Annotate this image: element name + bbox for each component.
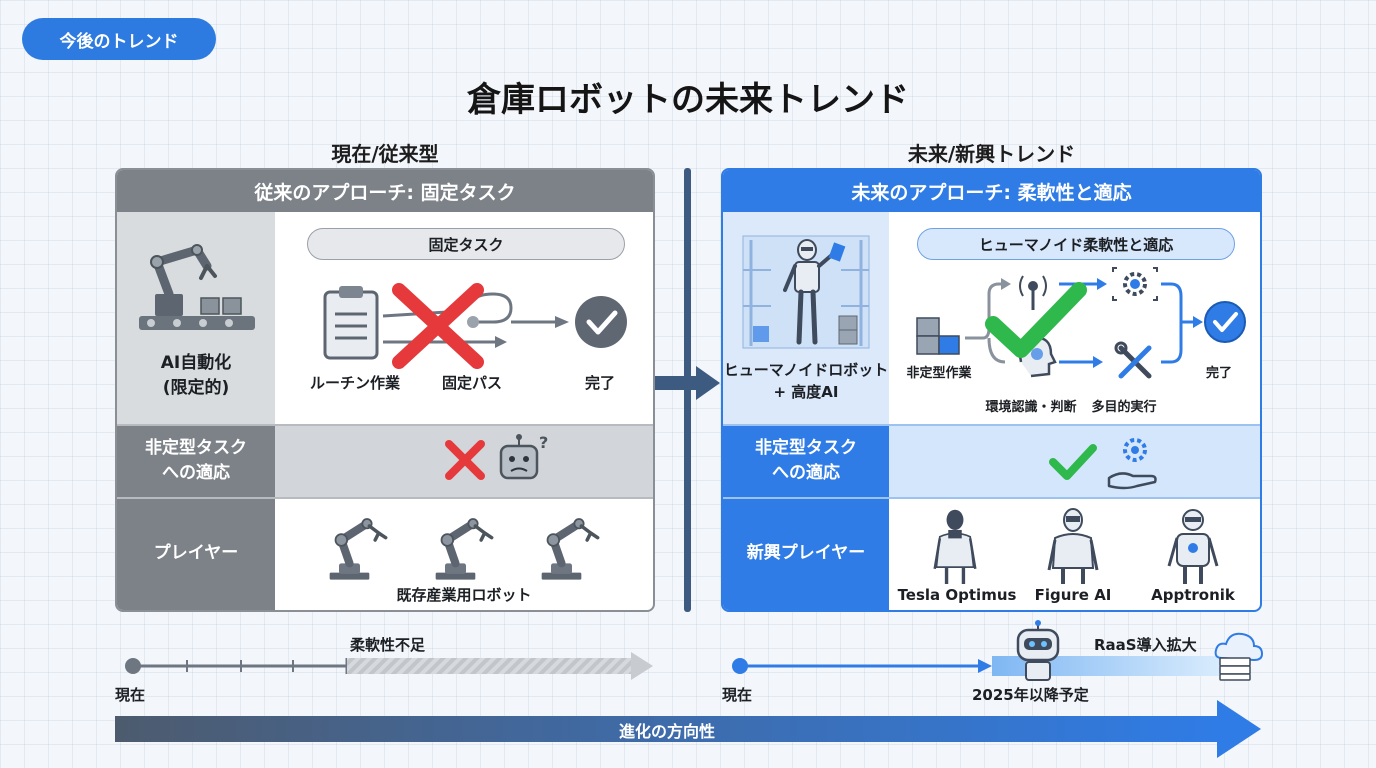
raas-note: RaaS導入拡大: [1094, 636, 1197, 654]
player-name: Tesla Optimus: [897, 586, 1017, 604]
humanoid-flexibility-pill: ヒューマノイド柔軟性と適応: [917, 228, 1235, 260]
done-label: 完了: [1205, 366, 1232, 381]
evolution-direction-arrow: [115, 700, 1261, 758]
boxes-icon: [916, 317, 960, 355]
humanoid-warehouse-icon: [742, 235, 870, 349]
cross-icon: [392, 283, 484, 369]
row1-label: ヒューマノイドロボット + 高度AI: [723, 361, 889, 401]
adaptation-status: [1049, 438, 1157, 490]
right-timeline-date-label: 2025年以降予定: [972, 686, 1089, 704]
done-check-icon: [1204, 301, 1246, 343]
tesla-optimus-icon: [927, 508, 983, 584]
cloud-server-icon: [1214, 632, 1264, 681]
section-tag: 今後のトレンド: [22, 18, 216, 60]
check-icon: [985, 282, 1087, 358]
environment-recognition-label: 環境認識・判断: [985, 400, 1077, 415]
gear-icon: [1112, 267, 1158, 301]
player-name: Figure AI: [1034, 586, 1112, 604]
fixed-path-label: 固定パス: [441, 374, 502, 392]
assembly-line-robot-icon: [139, 244, 255, 330]
fixed-task-flow-diagram: [323, 283, 627, 369]
flexible-flow-diagram: [916, 267, 1246, 379]
figure-ai-robot-icon: [1047, 508, 1099, 584]
evolution-direction-label: 進化の方向性: [618, 722, 715, 741]
row3-label: 新興プレイヤー: [746, 543, 866, 564]
row2-label-cell: [723, 424, 889, 497]
hand-gear-icon: [1107, 438, 1157, 490]
adaptation-status: ?: [445, 433, 548, 480]
check-icon: [1049, 444, 1097, 480]
row3-label: プレイヤー: [153, 543, 239, 564]
right-panel-header: 未来のアプローチ: 柔軟性と適応: [723, 170, 1260, 212]
cross-icon: [445, 440, 485, 480]
right-timeline-start-label: 現在: [722, 686, 753, 704]
apptronik-robot-icon: [1167, 509, 1219, 584]
left-timeline: [125, 652, 653, 680]
industrial-robot-icon: [537, 512, 607, 582]
row3-label-cell: [723, 497, 889, 610]
antenna-icon: [1019, 275, 1047, 310]
fixed-task-pill: 固定タスク: [307, 228, 625, 260]
traditional-approach-panel: 従来のアプローチ: 固定タスク AI自動化 (限定的) 固定タスク: [115, 168, 655, 612]
svg-text:?: ?: [539, 433, 548, 452]
done-check-icon: [575, 296, 627, 348]
existing-robots-caption: 既存産業用ロボット: [396, 586, 532, 604]
left-timeline-start-label: 現在: [115, 686, 146, 704]
clipboard-icon: [323, 286, 379, 360]
row3-label-cell: [117, 497, 275, 610]
tools-icon: [1114, 341, 1152, 379]
industrial-robot-icon: [431, 512, 501, 582]
multipurpose-execution-label: 多目的実行: [1091, 400, 1157, 415]
confused-robot-icon: ?: [499, 433, 548, 480]
robot-head-icon: [1016, 620, 1060, 681]
unstructured-work-label: 非定型作業: [906, 366, 972, 381]
flexibility-shortage-note: 柔軟性不足: [350, 636, 426, 654]
row1-label: AI自動化 (限定的): [160, 353, 232, 398]
routine-work-label: ルーチン作業: [309, 374, 400, 392]
left-column-heading: 現在/従来型: [331, 142, 439, 166]
industrial-robot-icon: [325, 512, 395, 582]
transition-arrow: [654, 366, 720, 400]
row2-label: 非定型タスク への適応: [755, 437, 857, 483]
right-column-heading: 未来/新興トレンド: [907, 142, 1076, 166]
page-title: 倉庫ロボットの未来トレンド: [467, 80, 909, 120]
row2-label: 非定型タスク への適応: [145, 437, 247, 483]
left-panel-header: 従来のアプローチ: 固定タスク: [117, 170, 653, 212]
row2-label-cell: [117, 424, 275, 497]
done-label: 完了: [584, 374, 615, 392]
future-approach-panel: 未来のアプローチ: 柔軟性と適応 ヒューマノイドロボット + 高度AI ヒューマ…: [721, 168, 1262, 612]
player-name: Apptronik: [1151, 586, 1235, 604]
